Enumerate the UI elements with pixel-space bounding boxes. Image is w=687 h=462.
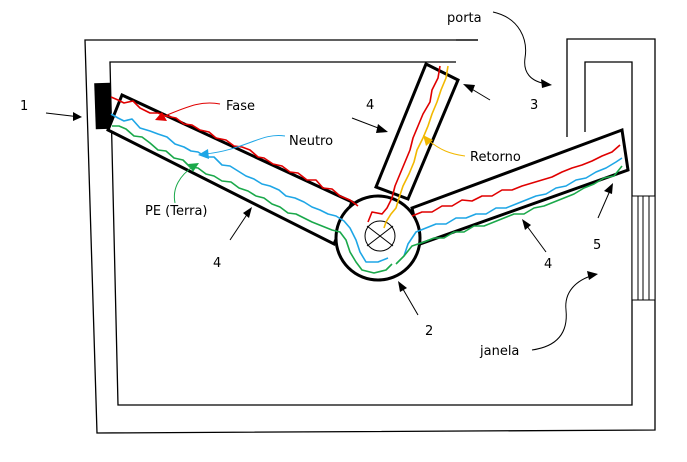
distribution-board [94, 82, 112, 130]
label-4-right: 4 [544, 257, 552, 272]
label-neutro: Neutro [289, 134, 333, 149]
wire-neutro-left [110, 113, 389, 263]
wire-fase-top [367, 65, 441, 223]
room-walls [84, 38, 656, 434]
wire-fase-left [110, 96, 359, 207]
leader-retorno [427, 139, 466, 157]
label-porta: porta [447, 11, 482, 26]
leader-pe [173, 165, 195, 204]
label-pe-terra: PE (Terra) [145, 204, 208, 219]
label-fase: Fase [226, 99, 255, 114]
wire-pe-right [395, 165, 623, 265]
wire-pe-left [112, 125, 393, 274]
arrow-porta [492, 11, 549, 85]
wire-retorno-top [385, 65, 449, 223]
wire-fase-right [411, 144, 621, 217]
label-2: 2 [425, 324, 433, 339]
label-janela: janela [479, 344, 519, 359]
label-4-top: 4 [366, 98, 374, 113]
label-5: 5 [593, 238, 601, 253]
wires-right [395, 144, 623, 265]
conduit-top [374, 61, 460, 201]
wires-top [367, 65, 449, 223]
label-retorno: Retorno [470, 150, 521, 165]
leader-fase [161, 102, 221, 118]
leader-neutro [204, 134, 286, 155]
wire-retorno-junction [383, 221, 387, 229]
label-1: 1 [20, 99, 28, 114]
outer-wall [84, 38, 656, 434]
label-3: 3 [530, 98, 538, 113]
callout-arrows [45, 11, 613, 351]
window [631, 195, 656, 301]
junction-box [334, 194, 422, 282]
wire-neutro-right [403, 157, 623, 257]
arrow-janela [531, 274, 595, 351]
conduit-left [106, 92, 354, 247]
wires-left [110, 96, 393, 274]
lamp-symbol-icon [364, 220, 396, 252]
label-4-left: 4 [213, 256, 221, 271]
inner-wall [109, 61, 633, 406]
label-leaders [155, 102, 466, 204]
